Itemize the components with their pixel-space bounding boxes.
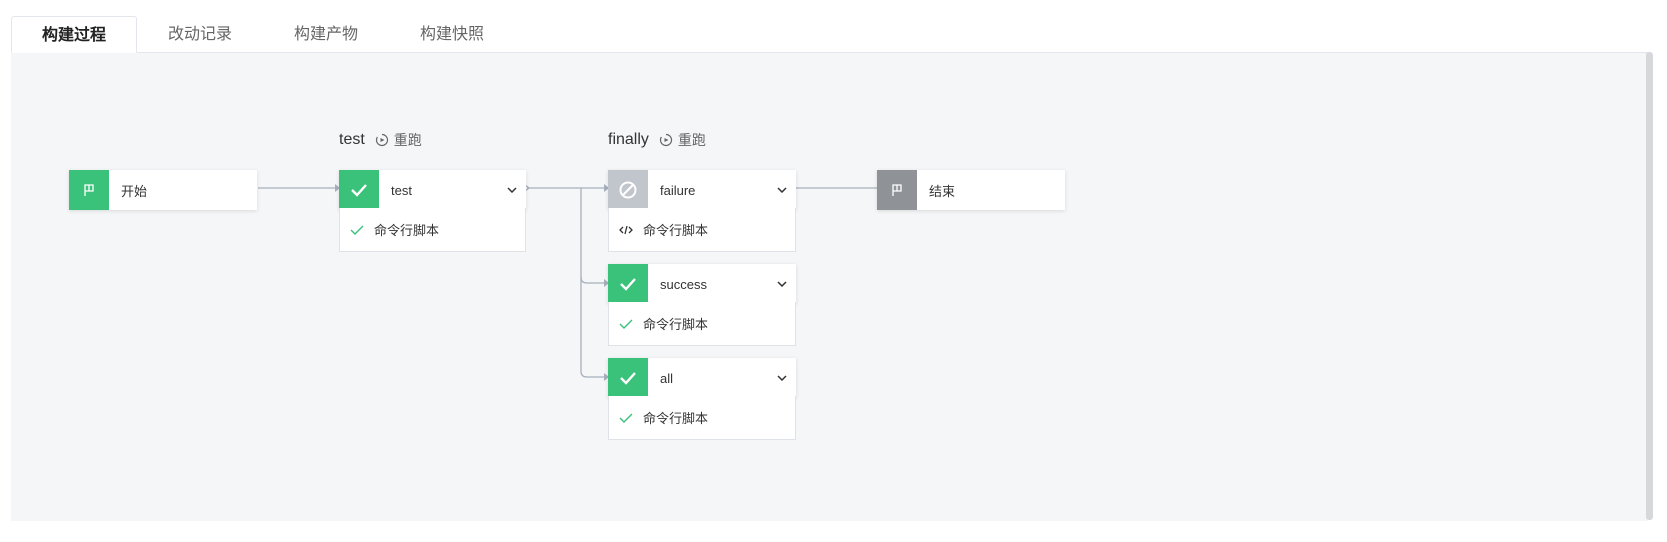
tab-bar: 构建过程 改动记录 构建产物 构建快照 <box>11 16 515 53</box>
code-icon <box>619 225 633 234</box>
start-node[interactable]: 开始 <box>69 170 257 210</box>
rerun-icon <box>375 133 388 147</box>
check-icon <box>620 278 636 291</box>
step-label: 命令行脚本 <box>643 223 709 238</box>
expand-toggle[interactable] <box>768 187 796 193</box>
check-icon <box>619 413 633 423</box>
rerun-label: 重跑 <box>393 132 422 148</box>
end-label: 结束 <box>929 183 956 199</box>
tab-build-snapshot[interactable]: 构建快照 <box>419 26 484 43</box>
rerun-button[interactable]: 重跑 <box>659 130 706 150</box>
vertical-scrollbar[interactable] <box>1646 52 1653 520</box>
step-status <box>609 319 643 329</box>
check-icon <box>351 184 367 197</box>
status-icon-box <box>608 264 648 304</box>
step-row-failure[interactable]: 命令行脚本 <box>608 208 796 252</box>
tab-change-log[interactable]: 改动记录 <box>167 26 232 43</box>
job-card-failure[interactable]: failure <box>608 170 796 210</box>
job-card-success[interactable]: success <box>608 264 796 304</box>
tab-build-process[interactable]: 构建过程 <box>11 16 137 53</box>
pipeline-panel <box>11 52 1648 521</box>
stage-header-finally: finally 重跑 <box>608 130 706 150</box>
expand-toggle[interactable] <box>768 375 796 381</box>
stage-title: test <box>339 131 365 148</box>
step-row-success[interactable]: 命令行脚本 <box>608 302 796 346</box>
flag-icon <box>84 184 94 196</box>
job-label: test <box>391 182 412 198</box>
start-label: 开始 <box>121 183 148 199</box>
check-icon <box>350 225 364 235</box>
check-icon <box>620 372 636 385</box>
end-node[interactable]: 结束 <box>877 170 1065 210</box>
chevron-down-icon <box>777 375 787 381</box>
status-icon-box <box>608 358 648 398</box>
stage-title: finally <box>608 131 649 148</box>
job-card-test[interactable]: test <box>339 170 526 210</box>
step-status <box>340 225 374 235</box>
rerun-icon <box>659 133 672 147</box>
chevron-down-icon <box>777 187 787 193</box>
flag-icon <box>892 184 902 196</box>
step-status <box>609 225 643 235</box>
chevron-down-icon <box>507 187 517 193</box>
step-label: 命令行脚本 <box>643 411 709 426</box>
tab-build-artifacts[interactable]: 构建产物 <box>293 26 358 43</box>
step-row-test[interactable]: 命令行脚本 <box>339 208 526 252</box>
expand-toggle[interactable] <box>498 187 526 193</box>
step-row-all[interactable]: 命令行脚本 <box>608 396 796 440</box>
status-icon-box <box>339 170 379 210</box>
check-icon <box>619 319 633 329</box>
skip-icon <box>619 181 637 199</box>
job-label: failure <box>660 182 696 198</box>
expand-toggle[interactable] <box>768 281 796 287</box>
job-label: success <box>660 276 707 292</box>
job-card-all[interactable]: all <box>608 358 796 398</box>
job-label: all <box>660 370 674 386</box>
start-icon-box <box>69 170 109 210</box>
step-label: 命令行脚本 <box>374 223 440 238</box>
stage-header-test: test 重跑 <box>339 130 422 150</box>
step-status <box>609 413 643 423</box>
step-label: 命令行脚本 <box>643 317 709 332</box>
rerun-button[interactable]: 重跑 <box>375 130 422 150</box>
rerun-label: 重跑 <box>677 132 706 148</box>
end-icon-box <box>877 170 917 210</box>
status-icon-box <box>608 170 648 210</box>
chevron-down-icon <box>777 281 787 287</box>
